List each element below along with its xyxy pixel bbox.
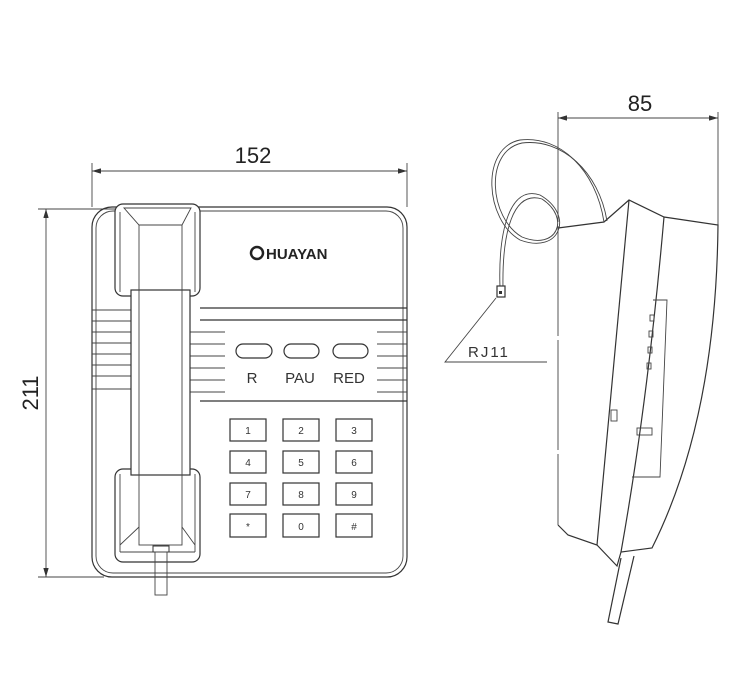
right-speaker-grille [190, 331, 407, 393]
rj11-callout: RJ11 [444, 297, 547, 363]
brand-logo: HUAYAN [249, 245, 327, 263]
red-label: RED [333, 370, 365, 387]
left-speaker-grille [92, 309, 131, 390]
handset-cord [607, 555, 635, 625]
height-dimension: 211 [18, 208, 125, 578]
brand-name: HUAYAN [266, 246, 327, 263]
key-0: 0 [298, 522, 304, 533]
red-button [332, 343, 369, 359]
width-label: 152 [235, 143, 272, 168]
line-cord [491, 139, 608, 298]
rj11-label: RJ11 [468, 344, 510, 361]
key-2: 2 [298, 426, 304, 437]
key-1: 1 [245, 426, 251, 437]
key-5: 5 [298, 458, 304, 469]
r-label: R [247, 370, 258, 387]
brand-logo-icon [249, 245, 265, 261]
keypad: 1 2 3 4 5 6 7 8 9 * 0 # [229, 418, 373, 538]
key-9: 9 [351, 490, 357, 501]
key-star: * [246, 522, 250, 533]
depth-label: 85 [628, 91, 652, 116]
depth-dimension: 85 [557, 91, 719, 525]
function-buttons: R PAU RED [235, 343, 369, 387]
key-8: 8 [298, 490, 304, 501]
side-keypad-panel [632, 299, 668, 478]
side-view: RJ11 [444, 139, 719, 625]
width-dimension: 152 [91, 143, 408, 207]
key-6: 6 [351, 458, 357, 469]
pau-label: PAU [285, 370, 315, 387]
height-label: 211 [18, 375, 43, 410]
handset [114, 203, 201, 596]
pau-button [283, 343, 320, 359]
key-7: 7 [245, 490, 251, 501]
key-3: 3 [351, 426, 357, 437]
front-view: HUAYAN R PAU RED 1 2 3 4 5 6 7 8 9 * 0 # [91, 203, 408, 596]
r-button [235, 343, 273, 359]
key-hash: # [351, 522, 357, 533]
key-4: 4 [245, 458, 251, 469]
